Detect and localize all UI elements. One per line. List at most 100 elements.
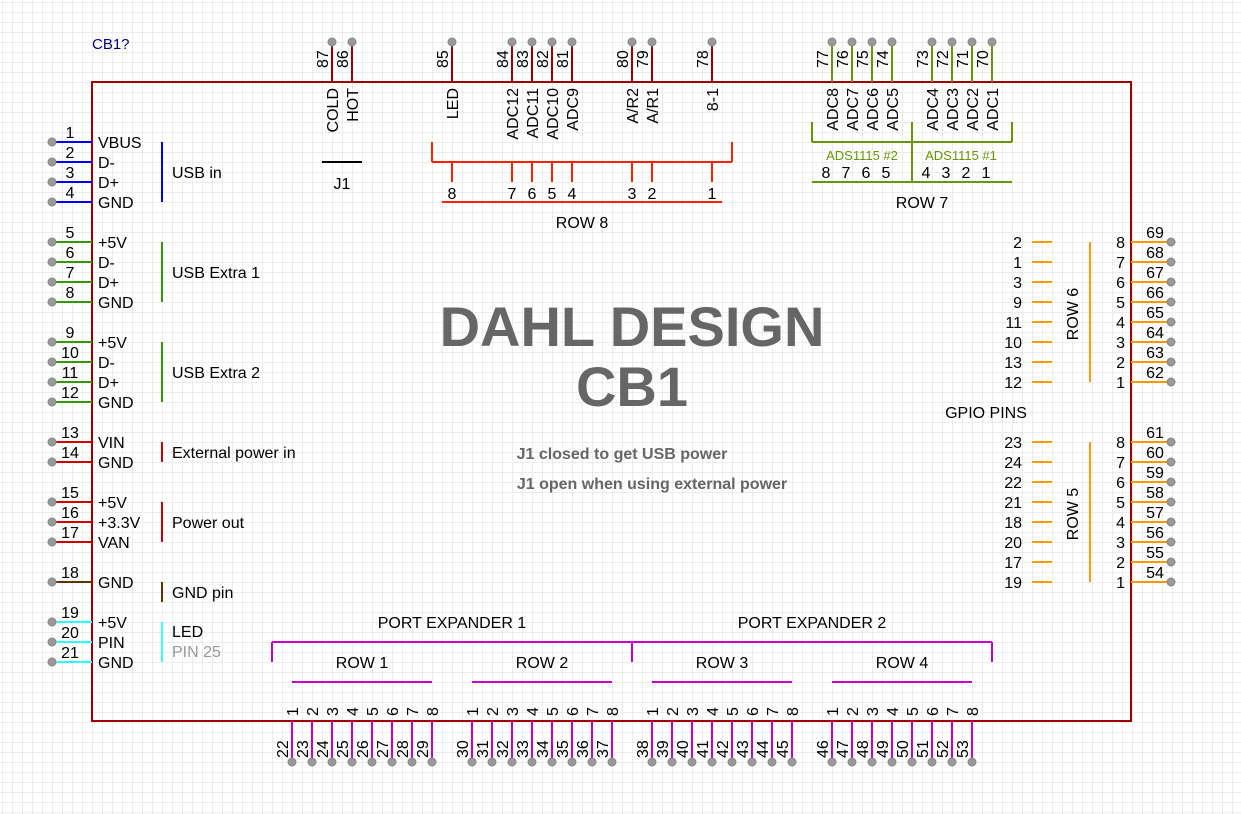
pin-30-dot [467,757,477,767]
row-index: 6 [862,165,871,182]
pin-name: D+ [98,275,119,292]
pin-number: 41 [695,740,712,758]
pin-13-dot [47,437,57,447]
gpio-number: 22 [1004,475,1022,492]
pin-64-dot [1166,337,1176,347]
pin-number: 35 [555,740,572,758]
gpio-number: 20 [1004,535,1022,552]
pin-28-dot [407,757,417,767]
row7-label: ROW 7 [896,195,949,212]
pin-number: 69 [1146,225,1164,242]
pin-number: 77 [815,50,832,68]
row-index: 7 [765,707,782,716]
gpio-number: 3 [1013,275,1022,292]
row-index: 5 [548,186,557,203]
row-index: 4 [525,707,542,716]
pin-name: 8-1 [705,88,722,111]
pin-number: 13 [61,425,79,442]
row-index: 1 [708,186,717,203]
pin-name: D- [98,355,115,372]
row-index: 3 [325,707,342,716]
pin-50-dot [907,757,917,767]
row-index: 7 [945,707,962,716]
row-index: 5 [545,707,562,716]
pin-number: 5 [66,225,75,242]
group-label: USB Extra 2 [172,365,260,382]
pin-11-dot [47,377,57,387]
pin-number: 31 [475,740,492,758]
pin-name: ADC9 [565,88,582,131]
pin-name: ADC5 [885,88,902,131]
pin-name: VIN [98,435,125,452]
gpio-number: 18 [1004,515,1022,532]
pin-75-dot [867,37,877,47]
designator-label: CB1? [92,36,130,53]
pin-number: 55 [1146,545,1164,562]
row-index: 2 [305,707,322,716]
pin-number: 81 [555,50,572,68]
gpio-number: 10 [1004,335,1022,352]
row-index: 8 [1116,235,1125,252]
row-index: 5 [1116,295,1125,312]
pin-number: 53 [955,740,972,758]
pin-15-dot [47,497,57,507]
pin-17-dot [47,537,57,547]
row-index: 7 [1116,255,1125,272]
pin-name: A/R2 [625,88,642,124]
pin-number: 86 [335,50,352,68]
pin-number: 25 [335,740,352,758]
pin-name: GND [98,575,134,592]
row-index: 6 [925,707,942,716]
row-index: 1 [465,707,482,716]
pin-number: 64 [1146,325,1164,342]
row-index: 2 [485,707,502,716]
row-index: 1 [285,707,302,716]
pin-name: A/R1 [645,88,662,124]
pin-82-dot [547,37,557,47]
pin-number: 24 [315,740,332,758]
row-index: 4 [705,707,722,716]
pin-9-dot [47,337,57,347]
pin-number: 73 [915,50,932,68]
pin-52-dot [947,757,957,767]
row-index: 1 [1116,575,1125,592]
row-index: 7 [1116,455,1125,472]
pin-number: 82 [535,50,552,68]
pin-56-dot [1166,537,1176,547]
pin-number: 22 [275,740,292,758]
pin-number: 63 [1146,345,1164,362]
pin-76-dot [847,37,857,47]
row-index: 4 [345,707,362,716]
pin-number: 14 [61,445,79,462]
pin-number: 67 [1146,265,1164,282]
pin-number: 32 [495,740,512,758]
chip-label-ads1115-2: ADS1115 #2 [826,148,898,163]
pin-name: +5V [98,615,127,632]
pin-12-dot [47,397,57,407]
pin-name: GND [98,395,134,412]
note-j1-closed: J1 closed to get USB power [517,446,728,463]
pin-16-dot [47,517,57,527]
gpio-number: 12 [1004,375,1022,392]
row-label: ROW 3 [696,655,749,672]
pin-number: 80 [615,50,632,68]
pin-44-dot [767,757,777,767]
pin-name: LED [445,88,462,119]
row-index: 3 [942,165,951,182]
pin-number: 15 [61,485,79,502]
pin-79-dot [647,37,657,47]
pin-number: 8 [66,285,75,302]
row-index: 6 [1116,475,1125,492]
pin-number: 37 [595,740,612,758]
gpio-number: 11 [1005,315,1022,332]
row-index: 3 [865,707,882,716]
row-index: 3 [628,186,637,203]
pin-26-dot [367,757,377,767]
pin-number: 84 [495,50,512,68]
row-index: 6 [385,707,402,716]
pin-2-dot [47,157,57,167]
pin-number: 52 [935,740,952,758]
jumper-label: J1 [334,176,351,193]
pin-name: GND [98,655,134,672]
pin-74-dot [887,37,897,47]
